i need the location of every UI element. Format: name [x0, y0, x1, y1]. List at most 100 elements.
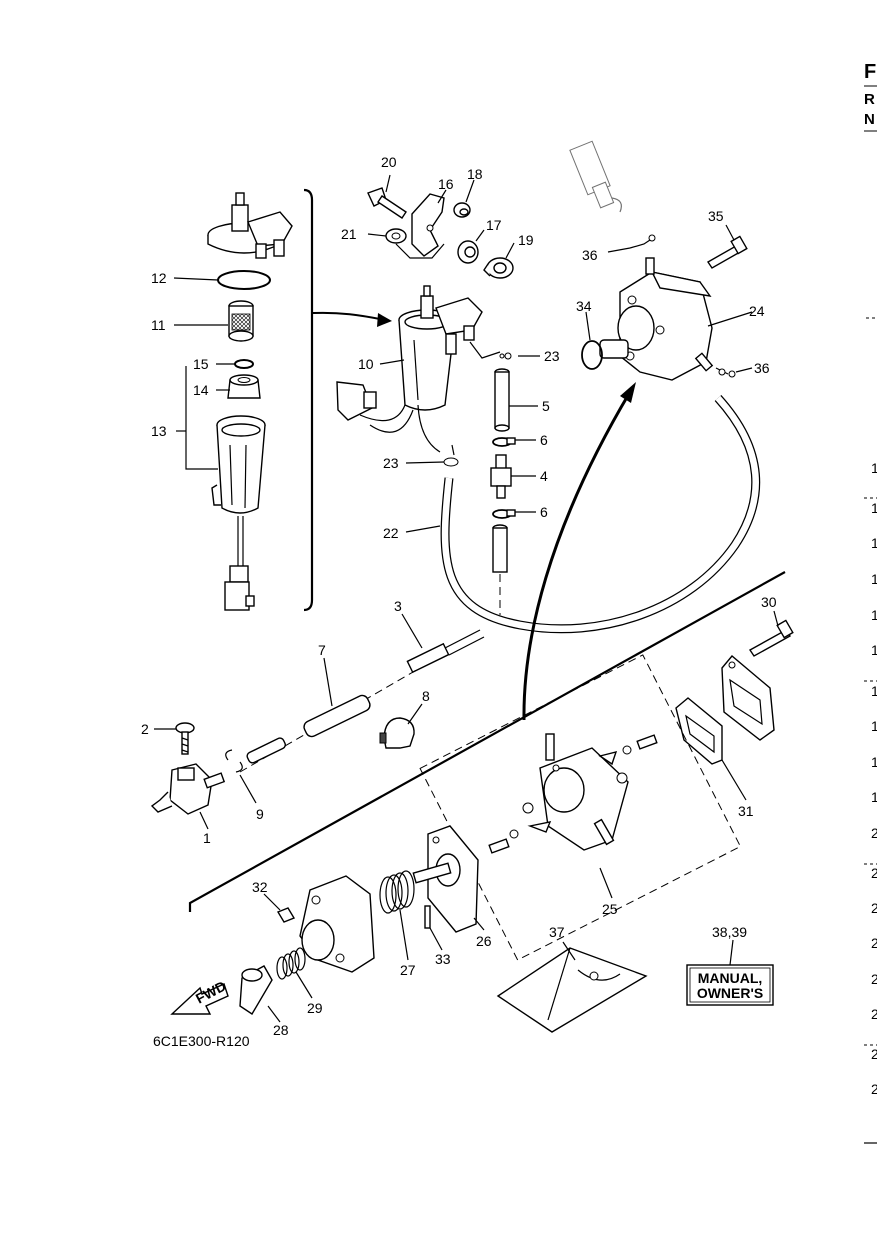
callout-27: 27	[400, 962, 416, 978]
clamp-6-lower	[492, 509, 516, 519]
callout-9: 9	[256, 806, 264, 822]
callout-19: 19	[518, 232, 534, 248]
callout-26: 26	[476, 933, 492, 949]
callout-36-upper: 36	[582, 247, 598, 263]
hose-small	[246, 737, 286, 764]
joint-4	[490, 454, 512, 499]
hose-7	[303, 694, 371, 738]
clip-36-lower	[715, 367, 736, 378]
fuel-filter-10	[336, 285, 483, 453]
callout-2: 2	[141, 721, 149, 737]
nut-14	[227, 374, 261, 399]
cover-30-bolt	[748, 619, 794, 657]
callout-7: 7	[318, 642, 326, 658]
page-edge-header: F R N	[864, 61, 877, 319]
pump-small-hardware	[488, 821, 552, 854]
callout-18: 18	[467, 166, 483, 182]
callout-31: 31	[738, 803, 754, 819]
cover-plate	[721, 655, 775, 741]
edge-digit: 2	[871, 900, 877, 916]
clip-15	[234, 359, 254, 369]
fitting-1	[150, 763, 226, 815]
alignment-line	[239, 667, 421, 773]
callout-35: 35	[708, 208, 724, 224]
filter-head	[207, 192, 293, 259]
callout-30: 30	[761, 594, 777, 610]
clip-23-lower	[443, 444, 459, 467]
diaphragm-26	[412, 825, 479, 933]
pump-base-block	[299, 875, 375, 973]
manual-label-line2: OWNER'S	[697, 985, 763, 1001]
gasket-31	[675, 697, 723, 765]
callout-34: 34	[576, 298, 592, 314]
plug-19	[483, 257, 514, 279]
edge-digit: 2	[871, 1006, 877, 1022]
callout-numbers: 1 2 3 4 5 6 6 7 8 9 10 11 12 13 14 15 16…	[141, 154, 777, 1038]
callout-10: 10	[358, 356, 374, 372]
o-ring-34	[581, 340, 603, 370]
callout-22: 22	[383, 525, 399, 541]
callout-16: 16	[438, 176, 454, 192]
callout-6-lower: 6	[540, 504, 548, 520]
edge-digit: 2	[871, 865, 877, 881]
edge-digit: 1	[871, 683, 877, 699]
callout-14: 14	[193, 382, 209, 398]
filter-element-11	[228, 300, 254, 342]
spring-27	[379, 870, 415, 914]
callout-15: 15	[193, 356, 209, 372]
edge-digit: 1	[871, 571, 877, 587]
callout-36-lower: 36	[754, 360, 770, 376]
fuel-pump-24	[599, 257, 714, 381]
nut-21	[385, 228, 407, 244]
reference-code: 6C1E300-R120	[153, 1033, 250, 1049]
clip-9	[225, 749, 243, 773]
callout-6-upper: 6	[540, 432, 548, 448]
bracket-16	[395, 193, 445, 259]
page-edge-digits: 1 1 1 1 1 1 1 1 1 1 2 2 2 2 2 2 2 2	[864, 460, 877, 1144]
filter-assembly-bracket	[303, 188, 392, 612]
callout-3: 3	[394, 598, 402, 614]
assembly-direction-arrow	[522, 382, 636, 721]
bolt-20	[367, 187, 407, 219]
callout-23-lower: 23	[383, 455, 399, 471]
section-divider-line	[188, 571, 786, 912]
grommet-17	[457, 240, 479, 264]
callout-13: 13	[151, 423, 167, 439]
edge-digit: 2	[871, 825, 877, 841]
callout-25: 25	[602, 901, 618, 917]
plunger-28	[239, 965, 273, 1015]
clamp-6-upper	[492, 437, 516, 447]
fuel-hose-22	[440, 394, 761, 634]
callout-4: 4	[540, 468, 548, 484]
edge-digit: 1	[871, 607, 877, 623]
callout-11: 11	[151, 317, 166, 333]
fwd-arrow: FWD	[170, 978, 229, 1015]
callout-17: 17	[486, 217, 502, 233]
primer-bulb-ghost	[569, 140, 622, 213]
hose-5	[494, 368, 510, 432]
edge-digit: 2	[871, 935, 877, 951]
edge-digit: 2	[871, 1046, 877, 1062]
grommet-18	[453, 202, 471, 218]
callout-20: 20	[381, 154, 397, 170]
edge-digit: 2	[871, 1081, 877, 1097]
nut-32	[276, 907, 296, 923]
edge-digit: 2	[871, 971, 877, 987]
pin-33	[424, 905, 431, 929]
callout-38-39: 38,39	[712, 924, 747, 940]
callout-leaders	[154, 174, 779, 1023]
callout-24: 24	[749, 303, 765, 319]
spring-29	[276, 947, 306, 980]
manual-label-line1: MANUAL,	[698, 970, 763, 986]
hose-end	[492, 524, 508, 615]
edge-letter-f: F	[864, 61, 876, 83]
callout-1: 1	[203, 830, 211, 846]
clamp-8	[379, 717, 415, 749]
callout-8: 8	[422, 688, 430, 704]
clip-36-upper	[629, 234, 656, 249]
clip-23-upper	[469, 341, 512, 360]
parts-bag-37	[496, 947, 648, 1033]
fuel-line-3	[406, 629, 485, 674]
callout-12: 12	[151, 270, 167, 286]
